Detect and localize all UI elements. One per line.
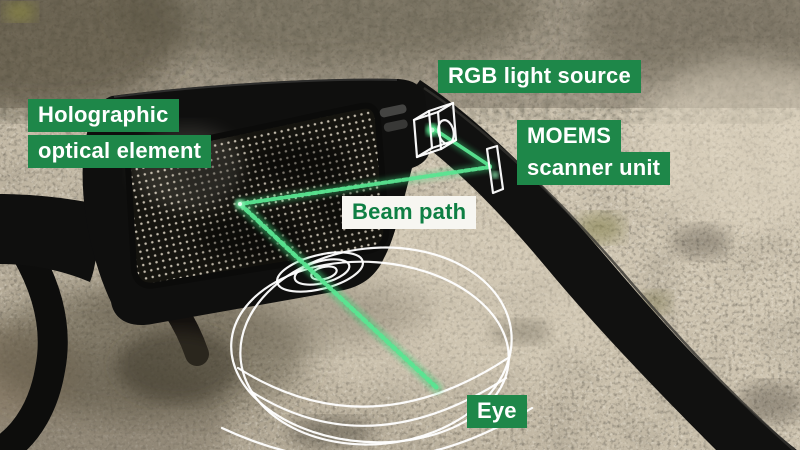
nose-bridge (0, 194, 98, 282)
beam-path-line (234, 124, 499, 394)
label-eye: Eye (467, 395, 527, 428)
label-beam-path: Beam path (342, 196, 477, 229)
eye-wireframe-icon (220, 246, 534, 450)
hinge-detail (379, 104, 408, 132)
nose-pad-left (0, 237, 68, 450)
label-holographic-line1: Holographic (28, 99, 179, 132)
label-rgb-light-source: RGB light source (438, 60, 641, 93)
scanner-plate-wireframe-icon (485, 144, 505, 195)
label-holographic-line2: optical element (28, 135, 212, 168)
label-moems-line1: MOEMS (517, 120, 622, 153)
light-source-cube-wireframe-icon (412, 101, 458, 159)
label-moems-line2: scanner unit (517, 152, 671, 185)
temple-arm (390, 80, 797, 450)
